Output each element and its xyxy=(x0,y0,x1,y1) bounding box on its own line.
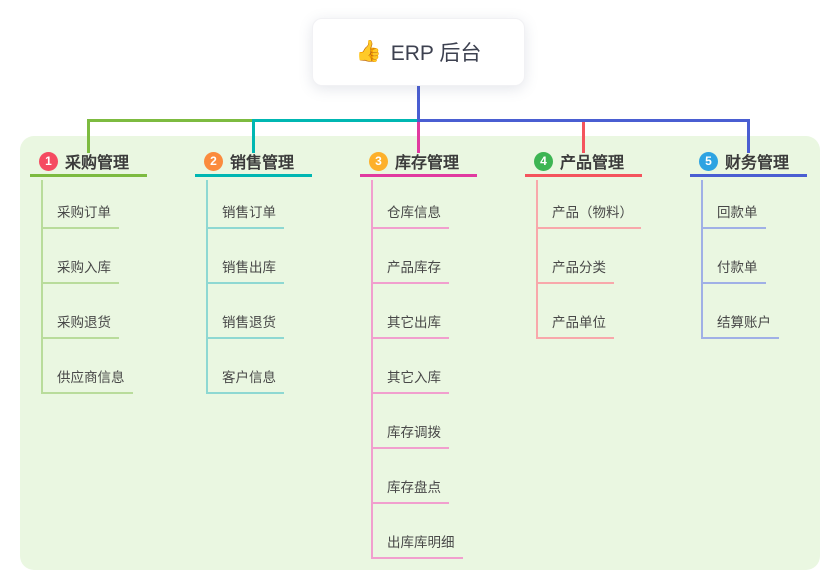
connector-bus-left xyxy=(87,119,255,122)
child-node[interactable]: 采购退货 xyxy=(41,311,119,339)
child-node[interactable]: 产品分类 xyxy=(536,256,614,284)
child-node[interactable]: 库存盘点 xyxy=(371,476,449,504)
connector-bus-right xyxy=(417,119,750,122)
branch-node-4[interactable]: 4 产品管理 xyxy=(525,148,642,177)
branch-label: 采购管理 xyxy=(65,155,130,172)
branches-panel xyxy=(20,136,820,570)
child-node[interactable]: 库存调拨 xyxy=(371,421,449,449)
root-node[interactable]: 👍 ERP 后台 xyxy=(312,18,525,86)
child-node[interactable]: 仓库信息 xyxy=(371,201,449,229)
connector-branch-drop-4 xyxy=(582,122,585,153)
branch-badge-icon: 4 xyxy=(534,151,553,171)
child-node[interactable]: 销售退货 xyxy=(206,311,284,339)
child-node[interactable]: 出库库明细 xyxy=(371,531,463,559)
child-node[interactable]: 客户信息 xyxy=(206,366,284,394)
child-node[interactable]: 产品单位 xyxy=(536,311,614,339)
branch-node-2[interactable]: 2 销售管理 xyxy=(195,148,312,177)
child-node[interactable]: 付款单 xyxy=(701,256,766,284)
child-node[interactable]: 产品（物料） xyxy=(536,201,641,229)
branch-badge-icon: 1 xyxy=(39,151,58,171)
child-node[interactable]: 其它入库 xyxy=(371,366,449,394)
branch-node-1[interactable]: 1 采购管理 xyxy=(30,148,147,177)
connector-bus-mid xyxy=(252,119,420,122)
child-node[interactable]: 采购入库 xyxy=(41,256,119,284)
connector-branch-drop-5 xyxy=(747,122,750,153)
branch-node-5[interactable]: 5 财务管理 xyxy=(690,148,807,177)
branch-badge-icon: 3 xyxy=(369,151,388,171)
child-node[interactable]: 结算账户 xyxy=(701,311,779,339)
child-node[interactable]: 销售出库 xyxy=(206,256,284,284)
branch-subtree-line xyxy=(701,180,703,339)
root-node-label: ERP 后台 xyxy=(390,42,482,65)
branch-label: 库存管理 xyxy=(395,155,460,172)
branch-badge-icon: 2 xyxy=(204,151,223,171)
branch-badge-icon: 5 xyxy=(699,151,718,171)
branch-label: 产品管理 xyxy=(560,155,625,172)
branch-label: 财务管理 xyxy=(725,155,790,172)
child-node[interactable]: 供应商信息 xyxy=(41,366,133,394)
connector-branch-drop-2 xyxy=(252,122,255,153)
branch-subtree-line xyxy=(371,180,373,559)
child-node[interactable]: 销售订单 xyxy=(206,201,284,229)
branch-subtree-line xyxy=(206,180,208,394)
child-node[interactable]: 回款单 xyxy=(701,201,766,229)
connector-branch-drop-1 xyxy=(87,122,90,153)
branch-node-3[interactable]: 3 库存管理 xyxy=(360,148,477,177)
branch-label: 销售管理 xyxy=(230,155,295,172)
thumbs-up-icon: 👍 xyxy=(355,40,382,63)
child-node[interactable]: 采购订单 xyxy=(41,201,119,229)
branch-subtree-line xyxy=(41,180,43,394)
connector-root-drop xyxy=(417,84,420,122)
child-node[interactable]: 产品库存 xyxy=(371,256,449,284)
child-node[interactable]: 其它出库 xyxy=(371,311,449,339)
connector-branch-drop-3 xyxy=(417,122,420,153)
branch-subtree-line xyxy=(536,180,538,339)
